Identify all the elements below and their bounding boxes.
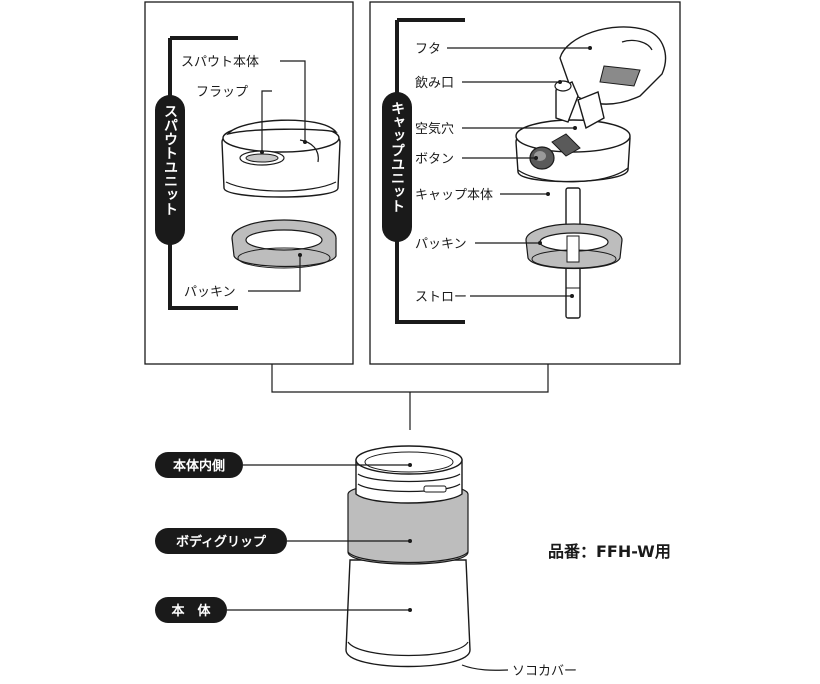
spout-leader-lines — [248, 60, 307, 292]
label-straw: ストロー — [415, 290, 467, 305]
label-inner: 本体内側 — [173, 458, 225, 474]
spout-body-illustration — [221, 119, 341, 198]
label-cap-body: キャップ本体 — [415, 188, 493, 203]
label-flap: フラップ — [196, 85, 248, 100]
label-lid: フタ — [415, 42, 441, 57]
cap-leader-lines — [447, 46, 592, 298]
spout-packing-illustration — [231, 219, 337, 269]
bottle-body-illustration — [345, 445, 471, 668]
model-number: 品番：FFH-W用 — [548, 542, 671, 561]
cap-unit-title-pill — [382, 92, 412, 242]
label-air-hole: 空気穴 — [415, 121, 454, 137]
spout-unit-title-pill — [155, 95, 185, 245]
body-leader-lines — [227, 463, 509, 671]
label-mouthpiece: 飲み口 — [415, 75, 454, 91]
label-main-body: 本 体 — [171, 603, 211, 619]
connector-bracket — [271, 364, 549, 393]
label-button: ボタン — [415, 152, 454, 167]
inner-pill — [155, 452, 243, 478]
label-spout-packing: パッキン — [184, 285, 236, 300]
grip-pill — [155, 528, 287, 554]
cap-unit-title: キャップユニット — [389, 101, 405, 213]
main-body-pill — [155, 597, 227, 623]
label-bottom-cover: ソコカバー — [512, 664, 577, 679]
spout-unit-title: スパウトユニット — [162, 104, 178, 216]
label-spout-body: スパウト本体 — [181, 55, 259, 70]
cap-packing-illustration — [525, 223, 623, 270]
label-cap-packing: パッキン — [415, 237, 467, 252]
label-grip: ボディグリップ — [176, 534, 267, 550]
